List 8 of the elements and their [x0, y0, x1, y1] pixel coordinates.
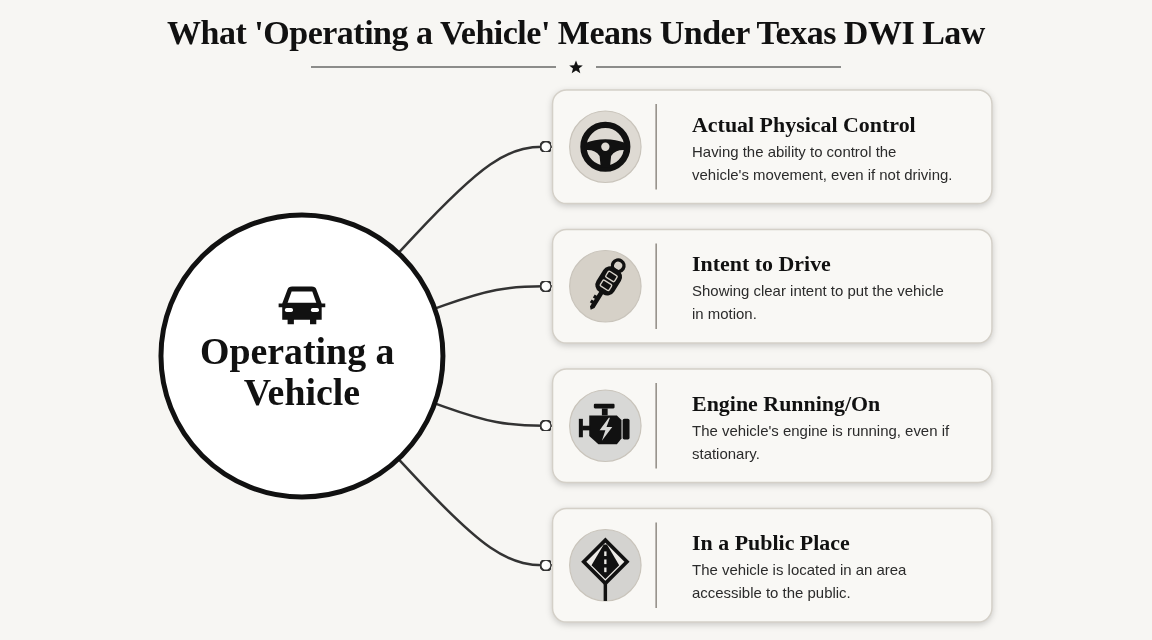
- connector: [396, 458, 553, 572]
- title: What 'Operating a Vehicle' Means Under Texas DWI Law: [167, 14, 985, 52]
- node-box: Engine Running/On The vehicle's engine is running, even if stationary.: [551, 368, 993, 484]
- node-box: In a Public Place The vehicle is located in an area accessible to the public.: [551, 507, 993, 623]
- node-box: Actual Physical Control Having the ability to control the vehicle's movement, even if not driving.: [551, 89, 993, 205]
- node-box: Intent to Drive Showing clear intent to put the vehicle in motion.: [551, 228, 993, 344]
- connector: [396, 140, 553, 254]
- node-circle: Operating a Vehicle: [158, 212, 445, 500]
